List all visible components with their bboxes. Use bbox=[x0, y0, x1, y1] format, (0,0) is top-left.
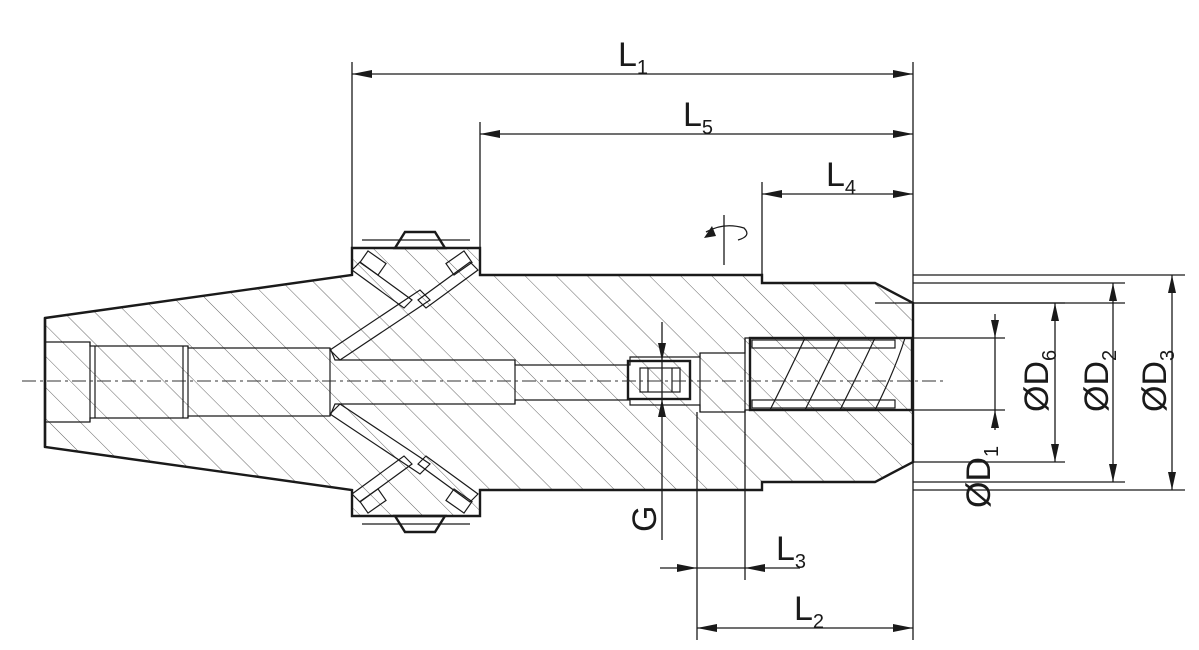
dim-G bbox=[658, 322, 666, 540]
label-L4: L4 bbox=[826, 156, 856, 199]
dim-D3 bbox=[913, 274, 1185, 491]
label-L1: L1 bbox=[618, 36, 648, 79]
flange-groove bbox=[362, 230, 470, 534]
coolant-channels bbox=[329, 250, 479, 514]
label-D2: ØD2 bbox=[1078, 350, 1121, 412]
label-D3: ØD3 bbox=[1136, 350, 1179, 412]
extension-lines bbox=[351, 62, 1125, 640]
label-L3: L3 bbox=[776, 530, 806, 573]
label-L5: L5 bbox=[683, 96, 713, 139]
dim-L3 bbox=[660, 564, 800, 572]
label-G: G bbox=[626, 506, 664, 532]
label-D6: ØD6 bbox=[1018, 350, 1061, 412]
dim-L1 bbox=[352, 70, 913, 78]
dim-D2 bbox=[1109, 283, 1117, 482]
holder-body bbox=[43, 246, 915, 518]
dim-L5 bbox=[480, 130, 913, 138]
spiral-insert bbox=[748, 336, 914, 412]
dim-D6 bbox=[1051, 303, 1059, 462]
dim-L4 bbox=[762, 190, 913, 198]
label-D1: ØD1 bbox=[960, 446, 1003, 508]
set-screw bbox=[626, 359, 692, 401]
rotation-direction-icon bbox=[704, 215, 748, 265]
dim-D1 bbox=[991, 314, 999, 430]
dim-L2 bbox=[697, 624, 913, 632]
label-L2: L2 bbox=[794, 590, 824, 633]
